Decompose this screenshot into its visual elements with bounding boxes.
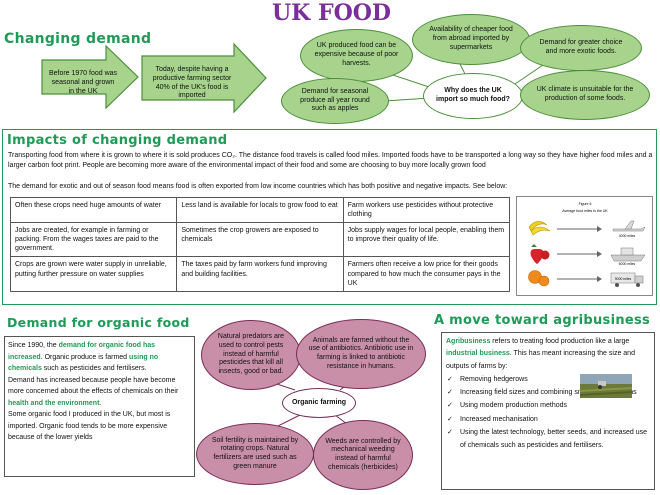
organic-node-soil-fertility: Soil fertility is maintained by rotating… [196,423,314,485]
organic-node-predators: Natural predators are used to control pe… [201,320,301,390]
figure-label: Figure 6 [579,202,592,206]
organic-node-weeds: Weeds are controlled by mechanical weedi… [313,420,413,490]
agribusiness-text-run: . This has meant increasing the size and… [446,350,635,370]
agribusiness-heading: A move toward agribusiness [434,313,651,328]
list-item: Increased mechanisation [446,413,651,427]
changing-demand-heading: Changing demand [4,31,152,47]
table-cell: Sometimes the crop growers are exposed t… [176,222,344,258]
arrow-today-text: Today, despite having a productive farmi… [152,66,232,100]
table-cell: The taxes paid by farm workers fund impr… [176,256,344,292]
why-node-greater-choice: Demand for greater choice and more exoti… [520,25,642,71]
why-node-cheaper-abroad: Availability of cheaper food from abroad… [412,14,530,65]
organic-text-panel [4,336,195,477]
food-miles-figure: Figure 6 Average food miles to the UK [516,196,653,296]
impacts-heading: Impacts of changing demand [7,133,228,148]
organic-text-run: Since 1990, the [8,342,59,349]
why-node-seasonal-produce: Demand for seasonal produce all year rou… [281,78,389,124]
page-title: UK FOOD [272,0,391,26]
table-cell: Crops are grown were water supply in unr… [9,256,178,292]
strawberry-icon [530,244,550,264]
table-row: Crops are grown were water supply in unr… [9,256,511,292]
organic-farming-center: Organic farming [282,388,356,418]
organic-highlight-demand: demand for organic food has increased [8,342,156,361]
list-item: Using modern production methods [446,399,651,413]
orange-icon [528,270,550,287]
truck-icon [610,272,644,287]
agribusiness-intro: Agribusiness refers to treating food pro… [446,336,651,373]
agribusiness-highlight-industrial: industrial business [446,350,510,358]
list-item: Removing hedgerows [446,373,651,387]
organic-text-run: Demand has increased because people have… [8,376,179,396]
impacts-panel [2,129,657,305]
table-cell: Less land is available for locals to gro… [176,196,344,224]
table-row: Jobs are created, for example in farming… [9,222,511,258]
organic-text-run: such as pesticides and fertilisers. [41,365,147,373]
food-miles-arrow-icon [557,226,602,282]
arrow-shape-before-1970 [41,44,139,110]
agribusiness-panel [441,332,655,490]
organic-highlight-health: health and the environment [8,399,100,407]
figure-caption: Average food miles to the UK [562,209,608,213]
organic-highlight-chemicals: using no chemicals [8,353,159,373]
arrow-shape-today [141,42,267,114]
list-item: Using the latest technology, better seed… [446,426,651,453]
impacts-paragraph-food-miles: Transporting food from where it is grown… [8,152,653,169]
plane-icon [612,220,646,232]
table-cell: Often these crops need huge amounts of w… [9,196,178,224]
agribusiness-highlight-term: Agribusiness [446,338,491,345]
table-cell: Farmers often receive a low price for th… [342,256,511,292]
banana-icon [528,221,551,236]
agribusiness-text-run: refers to treating food production like … [490,338,630,345]
agribusiness-text: Agribusiness refers to treating food pro… [446,336,651,453]
table-cell: Jobs are created, for example in farming… [9,222,178,258]
impacts-paragraph-exports: The demand for exotic and out of season … [8,183,508,190]
impacts-table: Often these crops need huge amounts of w… [9,196,511,292]
organic-heading: Demand for organic food [7,315,190,330]
table-cell: Farm workers use pesticides without prot… [342,196,511,224]
food-miles-illustration: Figure 6 Average food miles to the UK [528,202,646,287]
arrow-before-1970-text: Before 1970 food was seasonal and grown … [48,70,118,95]
table-row: Often these crops need huge amounts of w… [9,196,511,224]
food-miles-value: 9000 miles [615,277,632,281]
organic-text-run: . [99,399,102,407]
why-node-uk-climate: UK climate is unsuitable for the product… [520,70,650,120]
organic-text-run: Some organic food I produced in the UK, … [8,411,171,442]
tractor-field-image [580,374,632,398]
list-item: Increasing field sizes and combining sma… [446,386,651,400]
why-import-center: Why does the UK import so much food? [423,73,523,119]
ship-icon [610,247,646,262]
organic-text-run: . Organic produce is farmed [40,353,130,361]
food-miles-value: 6000 miles [619,262,636,266]
food-miles-value: 4000 miles [619,234,636,238]
organic-node-antibiotics: Animals are farmed without the use of an… [296,319,426,389]
table-cell: Jobs supply wages for local people, enab… [342,222,511,258]
organic-text: Since 1990, the demand for organic food … [8,340,191,444]
why-node-expensive-harvests: UK produced food can be expensive becaus… [300,29,413,82]
agribusiness-list: Removing hedgerows Increasing field size… [446,373,651,453]
